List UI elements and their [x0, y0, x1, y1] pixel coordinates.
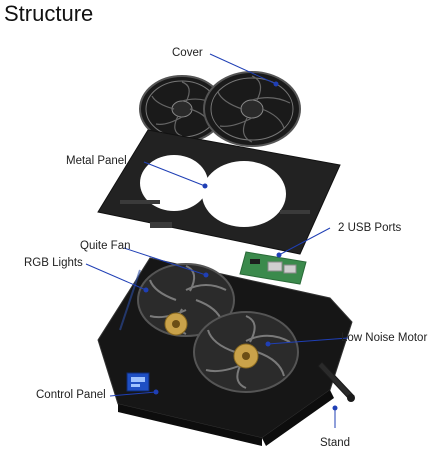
leader-control-panel	[109, 391, 157, 397]
label-quite-fan: Quite Fan	[80, 240, 131, 252]
label-low-noise-motor: Low Noise Motor	[341, 332, 428, 344]
leader-cover	[209, 53, 277, 85]
label-stand: Stand	[320, 437, 351, 449]
leader-dots	[143, 81, 338, 411]
leader-low-noise-motor	[267, 337, 349, 345]
leader-quite-fan	[123, 247, 207, 276]
label-metal-panel: Metal Panel	[66, 155, 127, 167]
label-control-panel: Control Panel	[36, 389, 106, 401]
leader-metal-panel	[143, 161, 206, 187]
leader-usb-ports	[278, 227, 331, 256]
base-fan-top	[137, 263, 235, 337]
base-fan-bottom	[193, 311, 299, 393]
leader-lines	[85, 53, 349, 428]
cover-part	[139, 71, 301, 147]
stand-part	[317, 361, 355, 402]
label-usb-ports: 2 USB Ports	[338, 222, 402, 234]
leader-rgb-lights	[85, 263, 147, 291]
label-cover: Cover	[172, 47, 203, 59]
cooler-base-part	[97, 257, 353, 446]
control-panel-display	[126, 372, 150, 392]
diagram-title: Structure	[4, 1, 94, 26]
usb-board-part	[239, 251, 307, 285]
label-rgb-lights: RGB Lights	[24, 257, 83, 269]
metal-panel-part	[97, 129, 341, 255]
cover-fan-right	[203, 71, 301, 147]
